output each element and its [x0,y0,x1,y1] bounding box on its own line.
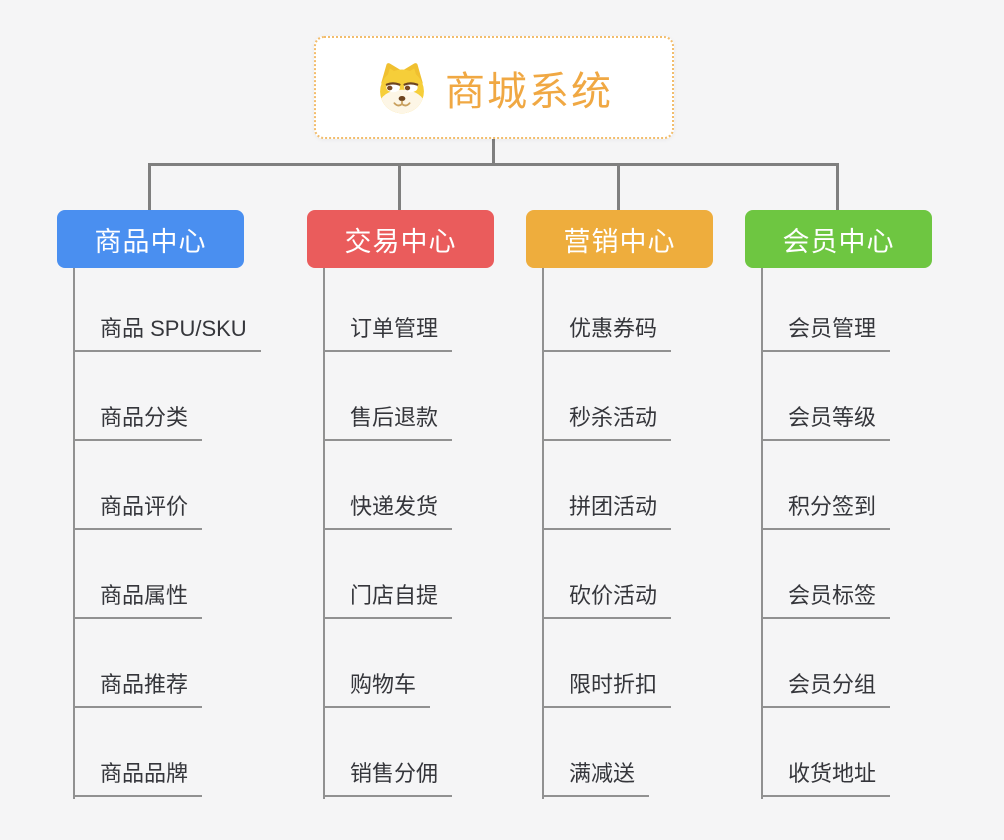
branch-header-member-center[interactable]: 会员中心 [745,210,932,268]
subtopic-item[interactable]: 满减送 [542,753,650,797]
subtopic-item[interactable]: 商品推荐 [73,664,203,708]
subtopic-item[interactable]: 门店自提 [323,575,453,619]
subtopic-item[interactable]: 限时折扣 [542,664,672,708]
branch-marketing-center: 营销中心 优惠券码 秒杀活动 拼团活动 砍价活动 限时折扣 满减送 [526,0,776,840]
subtopic-item[interactable]: 快递发货 [323,486,453,530]
connector-drop [836,163,839,211]
branch-member-center: 会员中心 会员管理 会员等级 积分签到 会员标签 会员分组 收货地址 [745,0,995,840]
subtopic-item[interactable]: 商品品牌 [73,753,203,797]
root-topic[interactable]: 商城系统 [314,36,674,139]
connector-drop [148,163,151,211]
subtopic-item[interactable]: 积分签到 [761,486,891,530]
connector-bus [149,163,839,166]
root-topic-label: 商城系统 [445,69,613,114]
subtopic-item[interactable]: 砍价活动 [542,575,672,619]
branch-spine [761,268,763,799]
subtopic-item[interactable]: 订单管理 [323,308,453,352]
subtopic-item[interactable]: 购物车 [323,664,431,708]
subtopic-item[interactable]: 商品属性 [73,575,203,619]
subtopic-item[interactable]: 售后退款 [323,397,453,441]
branch-spine [323,268,325,799]
subtopic-item[interactable]: 会员管理 [761,308,891,352]
doge-face-icon [375,61,429,115]
subtopic-item[interactable]: 拼团活动 [542,486,672,530]
subtopic-item[interactable]: 收货地址 [761,753,891,797]
branch-spine [542,268,544,799]
subtopic-item[interactable]: 优惠券码 [542,308,672,352]
branch-trade-center: 交易中心 订单管理 售后退款 快递发货 门店自提 购物车 销售分佣 [307,0,557,840]
branch-header-trade-center[interactable]: 交易中心 [307,210,494,268]
connector-root-stem [492,139,495,166]
subtopic-item[interactable]: 会员分组 [761,664,891,708]
branch-spine [73,268,75,799]
subtopic-item[interactable]: 销售分佣 [323,753,453,797]
subtopic-item[interactable]: 商品评价 [73,486,203,530]
subtopic-item[interactable]: 会员等级 [761,397,891,441]
branch-header-product-center[interactable]: 商品中心 [57,210,244,268]
subtopic-item[interactable]: 商品分类 [73,397,203,441]
subtopic-item[interactable]: 秒杀活动 [542,397,672,441]
connector-drop [617,163,620,211]
branch-product-center: 商品中心 商品 SPU/SKU 商品分类 商品评价 商品属性 商品推荐 商品品牌 [57,0,307,840]
connector-drop [398,163,401,211]
branch-header-marketing-center[interactable]: 营销中心 [526,210,713,268]
subtopic-item[interactable]: 会员标签 [761,575,891,619]
subtopic-item[interactable]: 商品 SPU/SKU [73,308,261,352]
